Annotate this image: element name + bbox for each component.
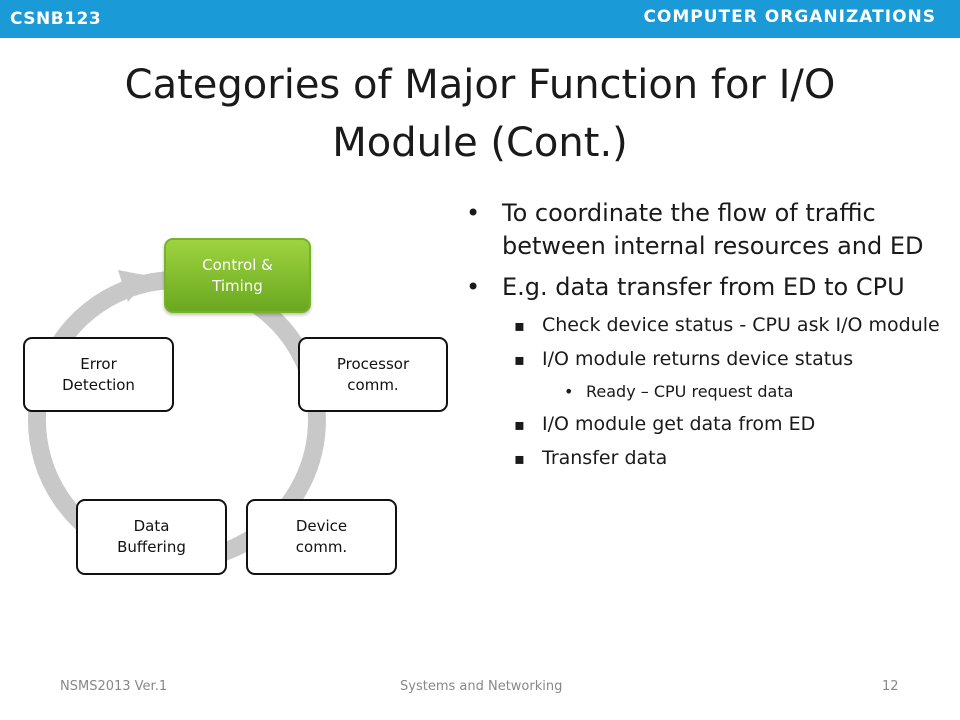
node-label: Timing [212, 276, 263, 295]
sub-bullet-item: ▪ I/O module get data from ED [462, 411, 942, 438]
node-processor-comm: Processor comm. [298, 337, 448, 412]
slide-title: Categories of Major Function for I/O Mod… [60, 56, 900, 172]
bullet-text: Check device status - CPU ask I/O module [542, 314, 940, 336]
node-label: Control & [202, 255, 273, 274]
course-code: CSNB123 [10, 9, 102, 29]
bullet-icon: • [466, 273, 481, 301]
bullet-text: Ready – CPU request data [586, 382, 794, 401]
title-line-2: Module (Cont.) [332, 120, 628, 166]
bullet-text: Transfer data [542, 447, 668, 469]
node-label: comm. [295, 538, 348, 556]
course-name: COMPUTER ORGANIZATIONS [643, 7, 936, 27]
node-label: Buffering [117, 538, 186, 556]
node-label: Device [295, 517, 348, 535]
bullet-text: E.g. data transfer from ED to CPU [502, 273, 905, 301]
bullet-text: To coordinate the flow of traffic betwee… [502, 199, 924, 260]
bullet-list: • To coordinate the flow of traffic betw… [462, 197, 942, 479]
sub-bullet-item: ▪ Check device status - CPU ask I/O modu… [462, 312, 942, 339]
footer-left: NSMS2013 Ver.1 [60, 679, 168, 694]
node-data-buffering: Data Buffering [76, 499, 227, 575]
square-bullet-icon: ▪ [514, 415, 525, 434]
bullet-icon: • [466, 199, 481, 227]
node-control-timing: Control & Timing [164, 238, 311, 313]
node-label: Data [133, 517, 170, 535]
node-error-detection: Error Detection [23, 337, 174, 412]
sub-sub-bullet-item: • Ready – CPU request data [462, 380, 942, 404]
node-label: Error [80, 354, 117, 373]
node-device-comm: Device comm. [246, 499, 397, 575]
node-label: Processor [336, 354, 410, 373]
sub-bullet-item: ▪ I/O module returns device status [462, 346, 942, 373]
bullet-text: I/O module returns device status [542, 348, 854, 370]
node-label: comm. [347, 375, 399, 394]
square-bullet-icon: ▪ [514, 316, 525, 335]
bullet-icon: • [564, 382, 574, 401]
bullet-item: • To coordinate the flow of traffic betw… [462, 197, 942, 263]
bullet-item: • E.g. data transfer from ED to CPU [462, 271, 942, 304]
bullet-text: I/O module get data from ED [542, 413, 816, 435]
node-label: Detection [62, 375, 135, 394]
header-bar: CSNB123 COMPUTER ORGANIZATIONS [0, 0, 960, 38]
sub-bullet-item: ▪ Transfer data [462, 445, 942, 472]
footer-center: Systems and Networking [400, 679, 563, 694]
square-bullet-icon: ▪ [514, 449, 525, 468]
square-bullet-icon: ▪ [514, 350, 525, 369]
page-number: 12 [882, 679, 899, 694]
title-line-1: Categories of Major Function for I/O [124, 62, 836, 108]
cycle-diagram: Control & Timing Processor comm. Device … [0, 220, 460, 600]
